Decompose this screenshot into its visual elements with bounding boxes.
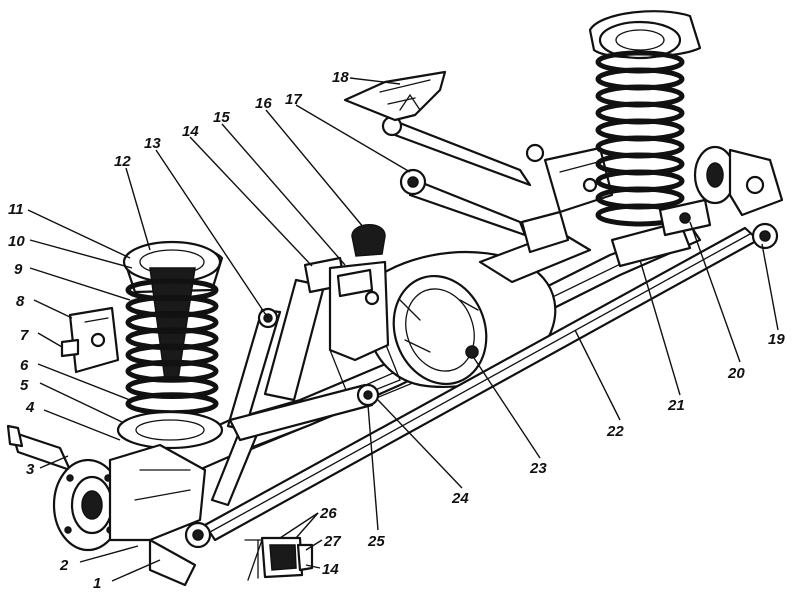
callout-14-detail: 14	[322, 561, 339, 578]
leader-lines	[27, 77, 779, 582]
callout-16: 16	[255, 95, 272, 112]
callout-20: 20	[727, 365, 745, 382]
callout-13: 13	[144, 135, 161, 152]
lower-longitudinal-arm	[184, 222, 779, 549]
callout-22: 22	[606, 423, 624, 440]
callout-25: 25	[367, 533, 385, 550]
upper-mount	[303, 224, 390, 362]
callout-26: 26	[319, 505, 337, 522]
body-bracket-18	[343, 70, 447, 122]
axle-shaft	[6, 424, 72, 472]
callout-11: 11	[8, 201, 24, 218]
callout-19: 19	[768, 331, 785, 348]
callout-17: 17	[285, 91, 302, 108]
callout-6: 6	[20, 357, 29, 374]
callout-labels: 1 2 3 4 5 6 7 8 9 10 11 12 13 14 15 16 1…	[8, 69, 785, 592]
callout-24: 24	[451, 490, 469, 507]
callout-8: 8	[16, 293, 25, 310]
callout-9: 9	[14, 261, 23, 278]
callout-18: 18	[332, 69, 349, 86]
right-pivot-bushing	[658, 145, 784, 237]
callout-12: 12	[114, 153, 131, 170]
callout-4: 4	[25, 399, 35, 416]
bushing-detail	[244, 536, 314, 581]
upper-longitudinal-arm	[381, 115, 532, 237]
right-bracket	[520, 143, 614, 254]
lower-link	[228, 383, 380, 442]
callout-27: 27	[323, 533, 341, 550]
callout-2: 2	[59, 557, 69, 574]
callout-1: 1	[93, 575, 101, 592]
callout-23: 23	[529, 460, 547, 477]
differential-housing	[329, 230, 592, 401]
left-coil-spring	[116, 240, 224, 450]
callout-5: 5	[20, 377, 29, 394]
callout-7: 7	[20, 327, 29, 344]
left-bracket	[60, 306, 120, 374]
callout-21: 21	[667, 397, 685, 414]
callout-3: 3	[26, 461, 35, 478]
wheel-hub	[52, 443, 207, 587]
right-coil-spring	[588, 10, 702, 268]
callout-14: 14	[182, 123, 199, 140]
callout-15: 15	[213, 109, 230, 126]
callout-10: 10	[8, 233, 25, 250]
